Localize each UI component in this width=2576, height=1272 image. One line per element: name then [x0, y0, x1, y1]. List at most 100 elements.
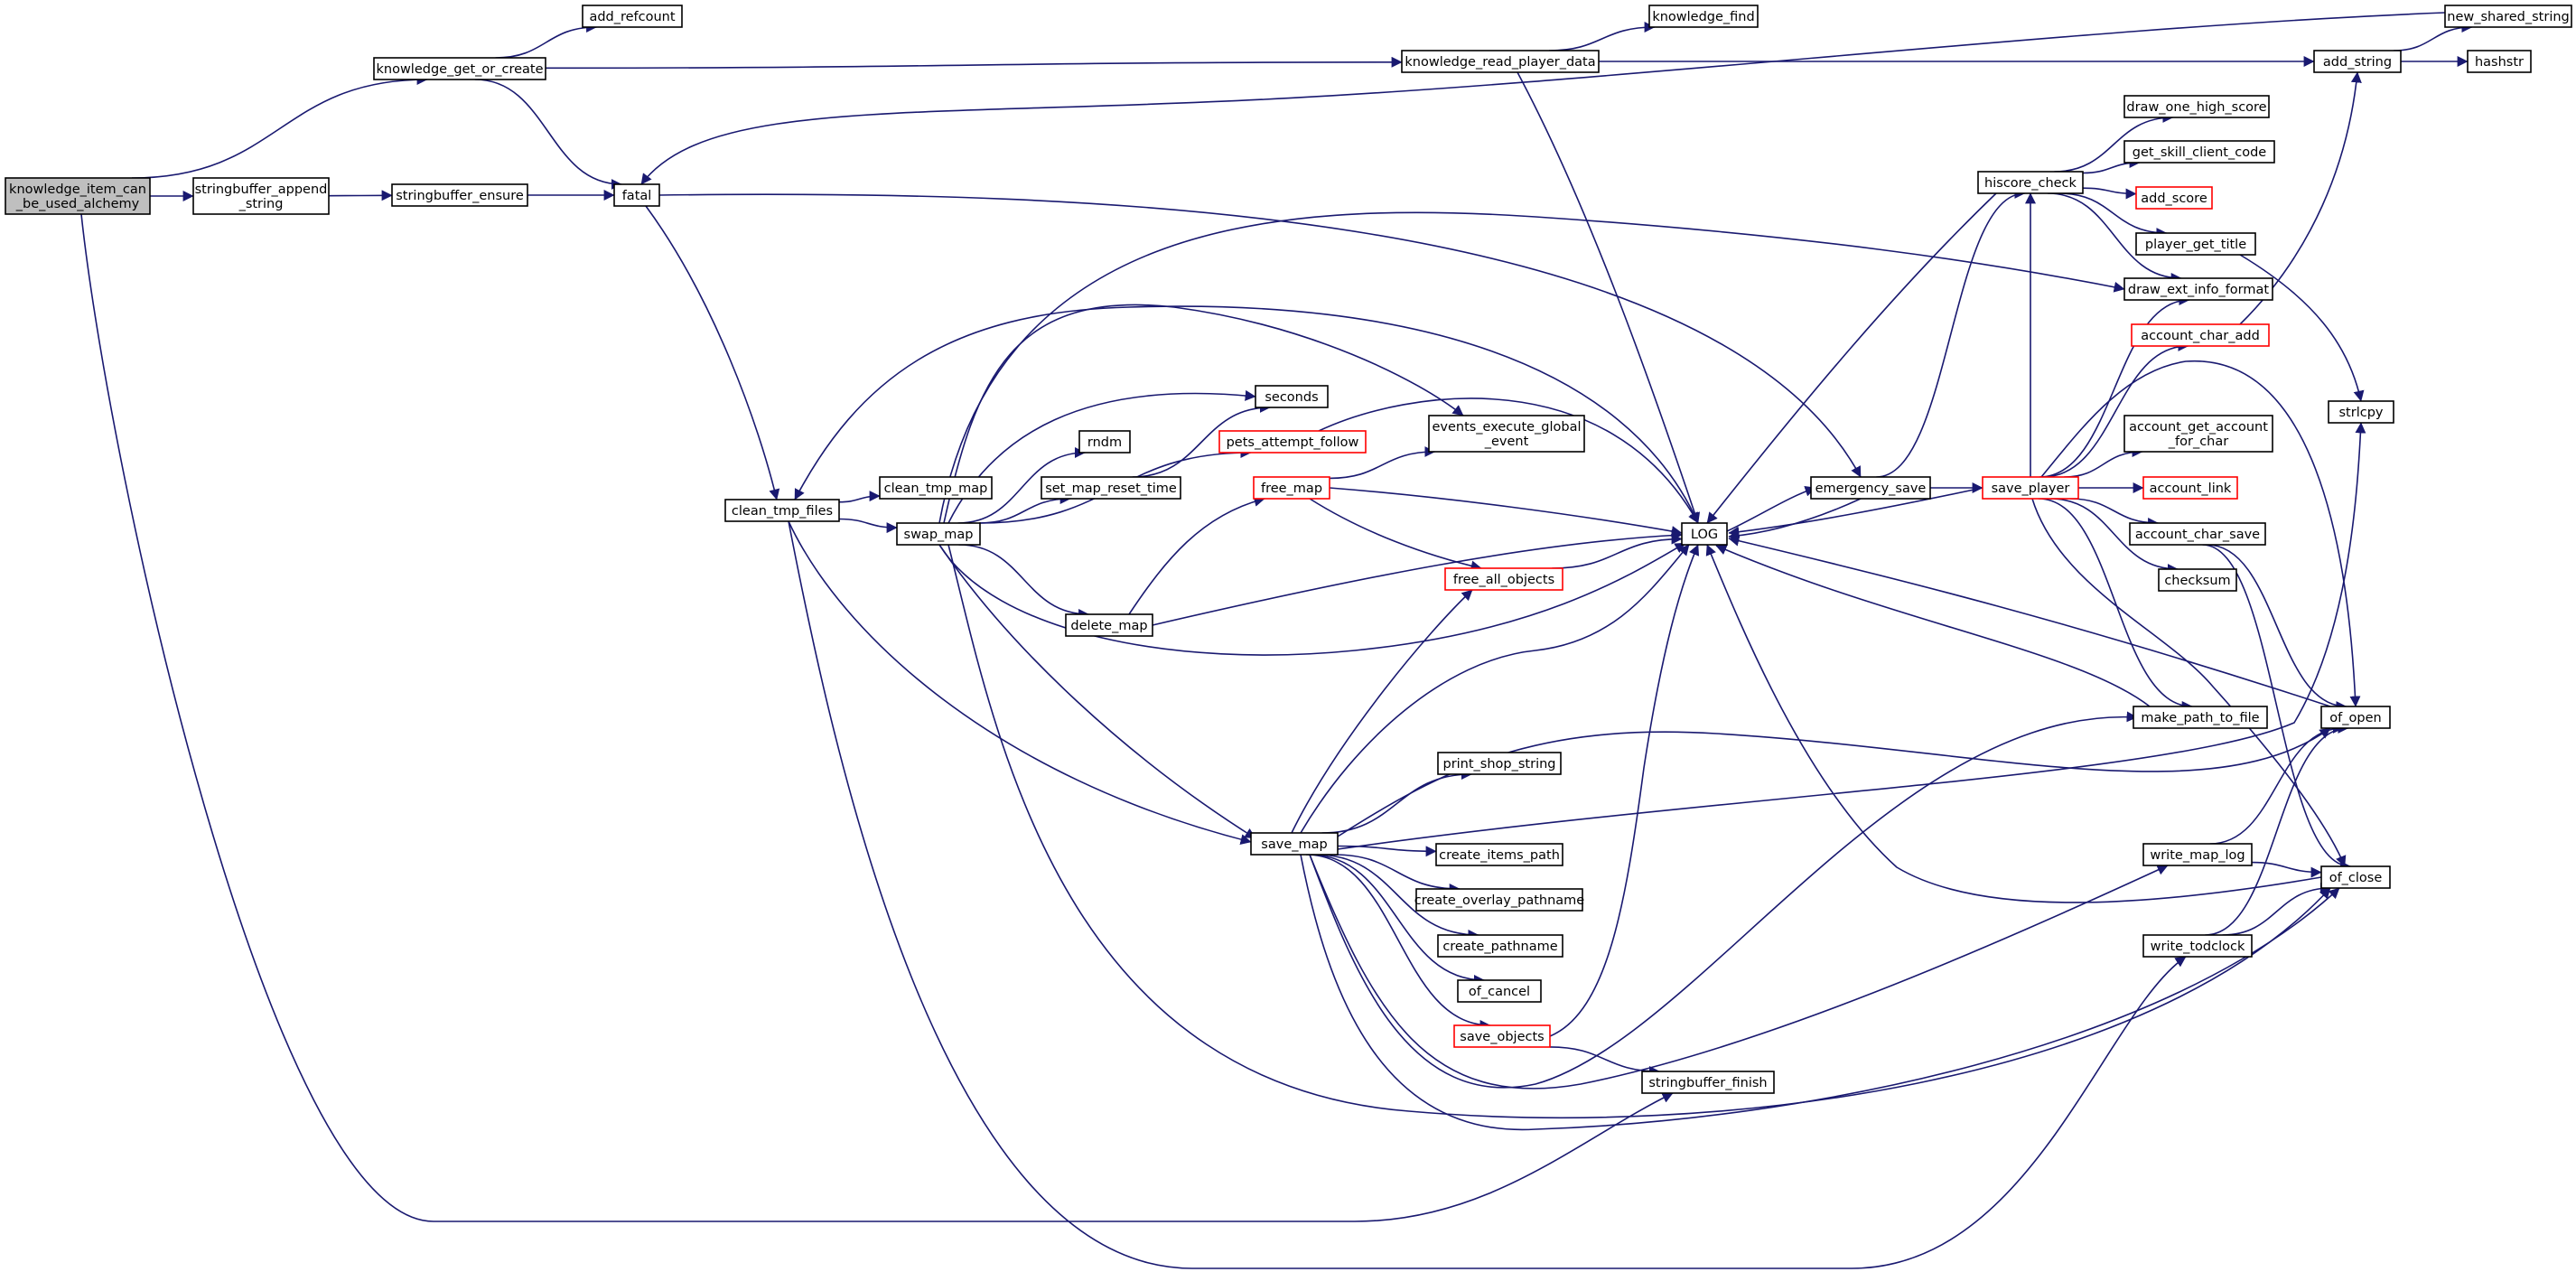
edge-line: [2054, 112, 2174, 173]
node-box: [1648, 5, 1759, 28]
node-draw_one_high_score[interactable]: draw_one_high_score: [2123, 95, 2270, 118]
node-stringbuffer_append_string[interactable]: stringbuffer_append_string: [192, 177, 330, 215]
node-hiscore_check[interactable]: hiscore_check: [1977, 171, 2084, 194]
node-box: [1415, 888, 1583, 912]
edge-of_close-to-LOG: [1705, 544, 2322, 903]
edge-line: [1321, 769, 1472, 834]
edge-swap_map-to-rndm: [957, 447, 1086, 524]
node-new_shared_string[interactable]: new_shared_string: [2444, 5, 2572, 28]
edge-clean_tmp_files-to-clean_tmp_map: [838, 491, 881, 503]
node-knowledge_read_player_data[interactable]: knowledge_read_player_data: [1401, 50, 1600, 73]
node-box: [1218, 430, 1367, 454]
edge-line: [1552, 533, 1683, 569]
node-label: free_all_objects: [1453, 573, 1554, 587]
node-player_get_title[interactable]: player_get_title: [2135, 232, 2256, 256]
edge-swap_map-to-delete_map: [958, 544, 1090, 620]
edge-emergency_save-to-hiscore_check: [1876, 188, 2026, 478]
node-swap_map[interactable]: swap_map: [896, 522, 981, 546]
node-stringbuffer_ensure[interactable]: stringbuffer_ensure: [391, 183, 528, 207]
node-knowledge_item_can_be_used_alchemy[interactable]: knowledge_item_can_be_used_alchemy: [5, 177, 151, 215]
node-create_items_path[interactable]: create_items_path: [1435, 843, 1563, 866]
node-pets_attempt_follow[interactable]: pets_attempt_follow: [1218, 430, 1367, 454]
node-account_char_add[interactable]: account_char_add: [2131, 323, 2270, 347]
node-emergency_save[interactable]: emergency_save: [1810, 476, 1931, 500]
edge-hiscore_check-to-player_get_title: [2059, 192, 2168, 238]
node-create_pathname[interactable]: create_pathname: [1437, 934, 1563, 958]
node-clean_tmp_map[interactable]: clean_tmp_map: [879, 476, 993, 500]
node-box: [2135, 186, 2213, 210]
node-events_execute_global_event[interactable]: events_execute_global_event: [1428, 415, 1585, 453]
edge-line: [2042, 341, 2189, 478]
node-save_map[interactable]: save_map: [1250, 832, 1339, 856]
edge-line: [838, 518, 898, 534]
edge-save_player-to-account_get_account_for_char: [2064, 446, 2143, 478]
node-free_all_objects[interactable]: free_all_objects: [1444, 567, 1563, 591]
node-box: [1401, 50, 1600, 73]
edge-LOG-to-clean_tmp_files: [794, 305, 1699, 524]
node-hashstr[interactable]: hashstr: [2467, 50, 2532, 73]
node-box: [2123, 277, 2273, 301]
node-label: set_map_reset_time: [1045, 482, 1177, 496]
node-account_link[interactable]: account_link: [2142, 476, 2238, 500]
edge-line: [1333, 854, 1461, 894]
edge-line: [2038, 498, 2193, 712]
node-box: [1457, 979, 1542, 1003]
node-free_map[interactable]: free_map: [1253, 476, 1330, 500]
node-fatal[interactable]: fatal: [613, 183, 660, 207]
node-create_overlay_pathname[interactable]: create_overlay_pathname: [1414, 888, 1585, 912]
node-make_path_to_file[interactable]: make_path_to_file: [2133, 706, 2268, 729]
edge-line: [2082, 157, 2141, 174]
node-account_get_account_for_char[interactable]: account_get_account_for_char: [2123, 415, 2273, 453]
edge-hiscore_check-to-LOG: [1706, 192, 1997, 524]
node-label: swap_map: [904, 528, 974, 542]
node-write_map_log[interactable]: write_map_log: [2142, 843, 2253, 866]
node-write_todclock[interactable]: write_todclock: [2142, 934, 2253, 958]
node-LOG[interactable]: LOG: [1681, 522, 1728, 546]
edge-line: [1316, 854, 1479, 940]
edge-line: [1128, 496, 1265, 615]
edge-line: [1728, 535, 2331, 707]
edge-line: [947, 544, 2331, 1118]
node-label: draw_ext_info_format: [2128, 283, 2269, 297]
edge-account_char_save-to-of_close: [2202, 544, 2352, 872]
node-save_player[interactable]: save_player: [1982, 476, 2079, 500]
node-account_char_save[interactable]: account_char_save: [2129, 522, 2266, 546]
edge-line: [938, 211, 2125, 524]
edge-swap_map-to-draw_ext_info_format: [938, 211, 2125, 524]
edge-knowledge_get_or_create-to-add_refcount: [495, 22, 598, 59]
node-label: account_link: [2150, 482, 2232, 496]
node-of_close[interactable]: of_close: [2320, 865, 2391, 889]
node-box: [2123, 140, 2275, 164]
node-of_open[interactable]: of_open: [2320, 706, 2391, 729]
edge-line: [788, 520, 2187, 1269]
node-strlcpy[interactable]: strlcpy: [2328, 400, 2394, 424]
node-delete_map[interactable]: delete_map: [1065, 613, 1153, 637]
edge-fatal-to-emergency_save: [658, 193, 1862, 478]
node-seconds[interactable]: seconds: [1255, 385, 1329, 408]
node-checksum[interactable]: checksum: [2158, 568, 2237, 592]
node-print_shop_string[interactable]: print_shop_string: [1437, 752, 1562, 775]
edge-line: [1309, 711, 2138, 1089]
edge-hiscore_check-to-draw_one_high_score: [2054, 112, 2174, 173]
node-knowledge_find[interactable]: knowledge_find: [1648, 5, 1759, 28]
node-label: save_map: [1261, 837, 1327, 852]
edge-hiscore_check-to-add_score: [2082, 187, 2137, 200]
node-label: _string: [238, 197, 284, 211]
node-set_map_reset_time[interactable]: set_map_reset_time: [1041, 476, 1181, 500]
node-of_cancel[interactable]: of_cancel: [1457, 979, 1542, 1003]
node-add_score[interactable]: add_score: [2135, 186, 2213, 210]
node-label: add_score: [2141, 192, 2207, 206]
node-rndm[interactable]: rndm: [1078, 430, 1131, 454]
node-add_string[interactable]: add_string: [2313, 50, 2402, 73]
node-box: [1253, 476, 1330, 500]
node-draw_ext_info_format[interactable]: draw_ext_info_format: [2123, 277, 2273, 301]
node-clean_tmp_files[interactable]: clean_tmp_files: [724, 499, 840, 522]
node-save_objects[interactable]: save_objects: [1453, 1024, 1551, 1048]
node-stringbuffer_finish[interactable]: stringbuffer_finish: [1641, 1071, 1775, 1094]
edge-knowledge_get_or_create-to-fatal: [474, 79, 622, 190]
edge-line: [1728, 487, 1983, 538]
node-knowledge_get_or_create[interactable]: knowledge_get_or_create: [373, 57, 546, 80]
node-get_skill_client_code[interactable]: get_skill_client_code: [2123, 140, 2275, 164]
node-add_refcount[interactable]: add_refcount: [582, 5, 683, 28]
edge-free_map-to-LOG: [1329, 487, 1683, 537]
